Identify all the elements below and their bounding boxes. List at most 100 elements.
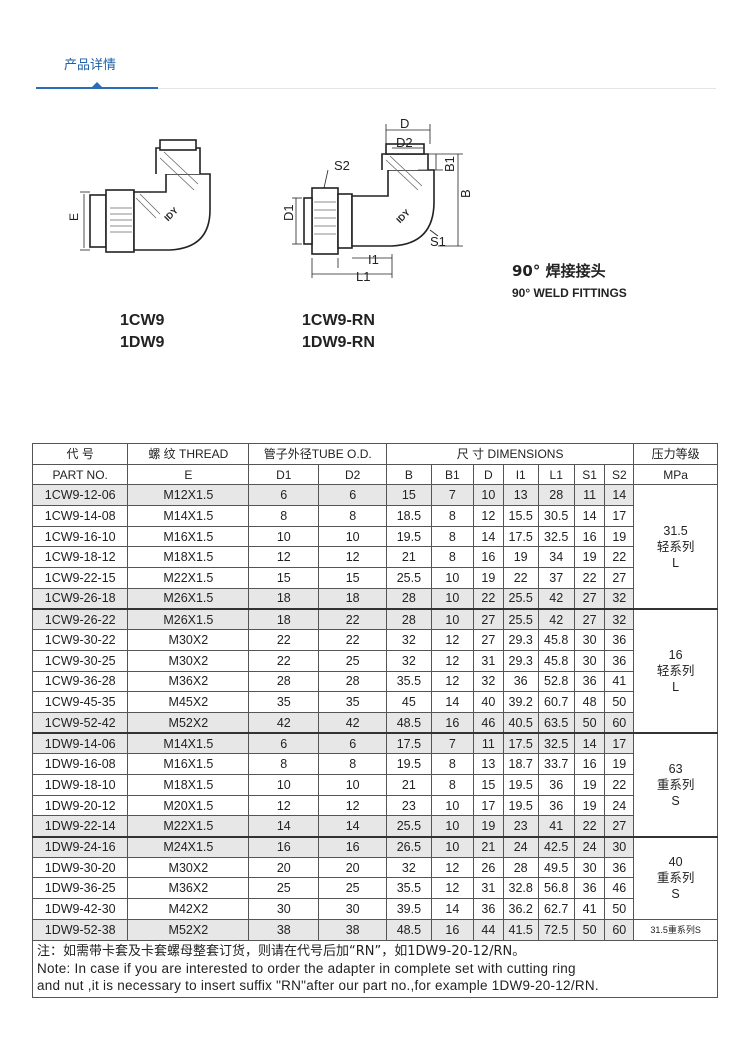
pressure-code: S [671,793,680,808]
table-cell: 25.5 [502,608,539,631]
table-cell: 22 [248,649,320,672]
table-cell: 15 [248,567,320,589]
table-cell: 35.5 [386,670,432,693]
table-cell: 30 [573,629,606,651]
table-cell: 36 [573,877,606,900]
table-cell: 8 [318,753,388,775]
header-pressure: 压力等级 [633,443,718,465]
section-tab-title[interactable]: 产品详情 [64,58,117,73]
table-cell: 14 [318,815,388,838]
table-cell: 16 [430,711,475,734]
table-cell: M30X2 [127,629,250,651]
pressure-label: 31.5重系列S [650,924,701,935]
table-cell: 33.7 [537,753,575,775]
table-cell: 22 [573,567,606,589]
table-cell: 1CW9-26-22 [31,608,129,631]
order-note: 注：如需带卡套及卡套螺母整套订货，则请在代号后加“RN”，如1DW9-20-12… [32,941,718,998]
table-cell: 39.2 [502,691,539,713]
table-cell: 19.5 [502,774,539,796]
table-cell: 35 [318,691,388,713]
table-cell: 1CW9-12-06 [31,484,129,507]
table-cell: 11 [473,732,504,755]
table-cell: 27 [573,587,606,610]
table-cell: M16X1.5 [127,753,250,775]
table-cell: 12 [430,877,475,900]
table-cell: 1CW9-30-22 [31,629,129,651]
table-cell: 7 [430,732,475,755]
pressure-series: 轻系列 [656,664,695,679]
table-cell: 31 [473,877,504,900]
table-cell: 14 [573,732,606,755]
table-cell: 32.5 [537,525,575,548]
table-cell: 8 [430,546,475,569]
table-cell: 36 [537,794,575,817]
table-cell: 22 [318,608,388,631]
table-cell: 14 [473,525,504,548]
table-cell: M30X2 [127,649,250,672]
title-en: 90° WELD FITTINGS [512,286,627,300]
table-cell: 17.5 [502,732,539,755]
label-d: D [400,118,409,131]
table-cell: M45X2 [127,691,250,713]
table-cell: 16 [573,525,606,548]
table-cell: 22 [248,629,320,651]
table-cell: 10 [430,608,475,631]
table-cell: 7 [430,484,475,507]
table-header-row-2: PART NO. E D1 D2 B B1 D I1 L1 S1 S2 MPa [31,463,718,486]
model-1dw9-rn: 1DW9-RN [302,334,375,351]
table-cell: 20 [318,856,388,879]
header-i1: I1 [502,463,539,486]
drawing-1cw9: IDY E [67,139,211,253]
table-cell: 27 [604,815,635,838]
table-cell: M14X1.5 [127,505,250,527]
header-thread: 螺 纹 THREAD [127,443,250,465]
table-cell: 60 [604,711,635,734]
table-cell: 38 [318,918,388,941]
table-cell: 41.5 [502,918,539,941]
table-cell: 44 [473,918,504,941]
table-cell: 32 [604,587,635,610]
label-d1: D1 [281,204,296,221]
table-cell: 41 [604,670,635,693]
table-cell: 19 [473,815,504,838]
table-cell: 24 [502,835,539,858]
table-cell: M30X2 [127,856,250,879]
table-cell: 15.5 [502,505,539,527]
table-cell: 19.5 [386,753,432,775]
table-cell: 11 [573,484,606,507]
table-cell: 17 [604,732,635,755]
pressure-series: 重系列 [656,777,695,792]
title-cn: 90° 焊接接头 [512,262,606,280]
table-cell: 50 [573,918,606,941]
table-cell: 42 [318,711,388,734]
table-cell: 18 [248,608,320,631]
table-cell: 22 [318,629,388,651]
table-cell: 10 [430,587,475,610]
label-l1: L1 [356,269,370,284]
label-b: B [458,189,473,198]
model-1cw9-rn: 1CW9-RN [302,312,375,329]
table-cell: 26 [473,856,504,879]
table-cell: 28 [386,587,432,610]
table-cell: 12 [473,505,504,527]
table-cell: 41 [537,815,575,838]
table-cell: 41 [573,898,606,920]
table-cell: 32 [386,649,432,672]
label-e: E [67,213,81,221]
table-cell: 17.5 [386,732,432,755]
